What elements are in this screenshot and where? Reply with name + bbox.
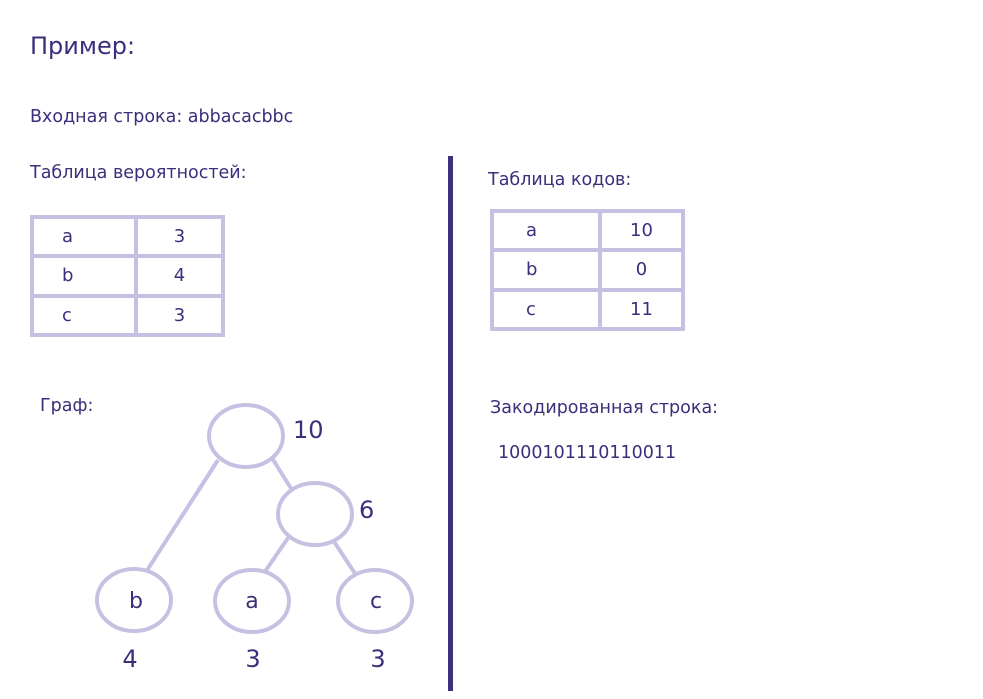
table-cell-symbol: c xyxy=(30,293,138,338)
probability-table: a 3 b 4 c 3 xyxy=(30,214,225,338)
code-table: a 10 b 0 c 11 xyxy=(490,208,685,332)
table-cell-code: 10 xyxy=(598,208,685,253)
table-cell-symbol: c xyxy=(490,287,602,332)
table-row: a 10 xyxy=(490,208,685,253)
table-row: c 3 xyxy=(30,293,225,338)
leaf-label-c: c xyxy=(370,589,382,614)
table-row: a 3 xyxy=(30,214,225,259)
table-row: c 11 xyxy=(490,287,685,332)
leaf-node-b xyxy=(95,567,173,633)
inner-weight: 6 xyxy=(359,496,374,524)
leaf-label-a: a xyxy=(245,589,258,614)
encoded-value: 1000101110110011 xyxy=(498,443,677,463)
table-row: b 4 xyxy=(30,254,225,298)
edge-root-inner xyxy=(270,456,294,492)
leaf-node-c xyxy=(336,568,414,634)
leaf-node-a xyxy=(213,568,291,634)
leaf-label-b: b xyxy=(129,589,143,614)
root-node xyxy=(207,403,285,469)
leaf-weight-b: 4 xyxy=(122,645,137,673)
code-table-heading: Таблица кодов: xyxy=(488,170,632,190)
table-cell-value: 4 xyxy=(134,254,225,298)
table-cell-code: 0 xyxy=(598,248,685,292)
table-row: b 0 xyxy=(490,248,685,292)
edge-root-b xyxy=(144,458,220,574)
table-cell-value: 3 xyxy=(134,214,225,259)
input-string: Входная строка: abbacacbbc xyxy=(30,107,294,127)
page-title: Пример: xyxy=(30,32,136,60)
leaf-weight-c: 3 xyxy=(370,645,385,673)
inner-node xyxy=(276,481,354,547)
probability-table-heading: Таблица вероятностей: xyxy=(30,163,247,183)
table-cell-value: 3 xyxy=(134,293,225,338)
column-divider xyxy=(448,156,453,691)
edge-inner-c xyxy=(331,538,358,577)
table-cell-symbol: b xyxy=(490,248,602,292)
table-cell-symbol: b xyxy=(30,254,138,298)
root-weight: 10 xyxy=(293,416,324,444)
table-cell-code: 11 xyxy=(598,287,685,332)
table-cell-symbol: a xyxy=(490,208,602,253)
graph-heading: Граф: xyxy=(40,396,94,416)
leaf-weight-a: 3 xyxy=(245,645,260,673)
encoded-heading: Закодированная строка: xyxy=(490,398,719,418)
table-cell-symbol: a xyxy=(30,214,138,259)
edge-inner-a xyxy=(262,533,292,575)
